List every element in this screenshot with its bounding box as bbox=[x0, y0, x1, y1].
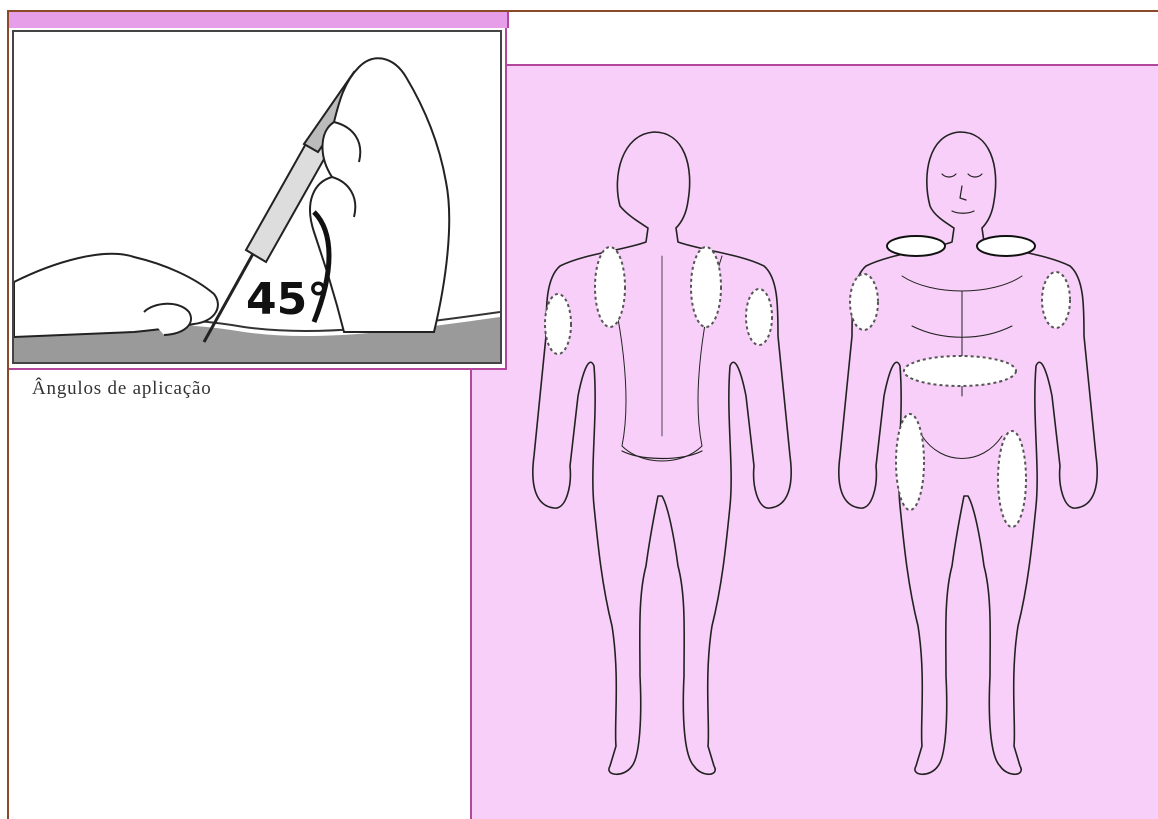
back-right-upper-arm-zone bbox=[691, 247, 721, 327]
back-left-forearm-zone bbox=[545, 294, 571, 354]
right-shoulder-marker bbox=[977, 236, 1035, 256]
abdomen-zone bbox=[904, 356, 1016, 386]
front-view-figure bbox=[839, 132, 1097, 774]
left-thigh-zone bbox=[896, 414, 924, 510]
angle-label: 45° bbox=[246, 274, 329, 325]
back-right-forearm-zone bbox=[746, 289, 772, 345]
body-injection-sites-illustration bbox=[472, 66, 1158, 819]
front-right-arm-zone bbox=[1042, 272, 1070, 328]
injection-sites-panel bbox=[470, 64, 1158, 819]
right-thigh-zone bbox=[998, 431, 1026, 527]
injection-angle-card: 45° bbox=[9, 28, 507, 370]
header-pink-strip bbox=[9, 12, 509, 28]
syringe-angle-illustration: 45° bbox=[12, 30, 502, 364]
caption-text: Ângulos de aplicação bbox=[32, 378, 212, 400]
left-hand bbox=[14, 254, 218, 337]
front-left-arm-zone bbox=[850, 274, 878, 330]
shoulder-markers bbox=[887, 236, 1035, 256]
left-shoulder-marker bbox=[887, 236, 945, 256]
back-injection-zones bbox=[545, 247, 772, 354]
right-hand bbox=[310, 58, 449, 332]
back-left-upper-arm-zone bbox=[595, 247, 625, 327]
back-view-figure bbox=[533, 132, 791, 774]
